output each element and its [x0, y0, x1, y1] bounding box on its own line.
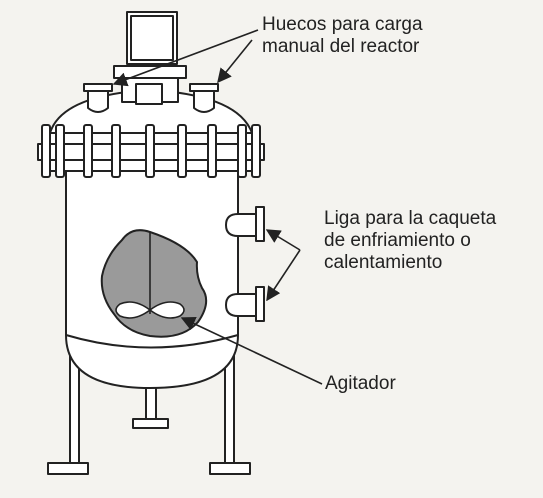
flange-bolts — [41, 124, 261, 178]
jacket-connection-label-line-2: de enfriamiento o — [324, 230, 471, 251]
jacket-nozzles — [225, 206, 265, 322]
agitator-label-text: Agitador — [325, 373, 396, 394]
jacket-connection-label: Liga para la caqueta de enfriamiento o c… — [324, 208, 496, 274]
jacket-connection-label-line-1: Liga para la caqueta — [324, 208, 497, 229]
loading-ports-label: Huecos para carga manual del reactor — [262, 14, 423, 58]
agitator — [100, 229, 208, 338]
agitator-label: Agitador — [325, 373, 396, 395]
jacket-connection-label-line-3: calentamiento — [324, 252, 443, 273]
loading-ports-label-line-2: manual del reactor — [262, 36, 420, 57]
motor-drive — [113, 11, 187, 105]
loading-ports — [83, 83, 219, 113]
leader-lines — [112, 29, 323, 385]
loading-ports-label-line-1: Huecos para carga — [262, 14, 423, 35]
